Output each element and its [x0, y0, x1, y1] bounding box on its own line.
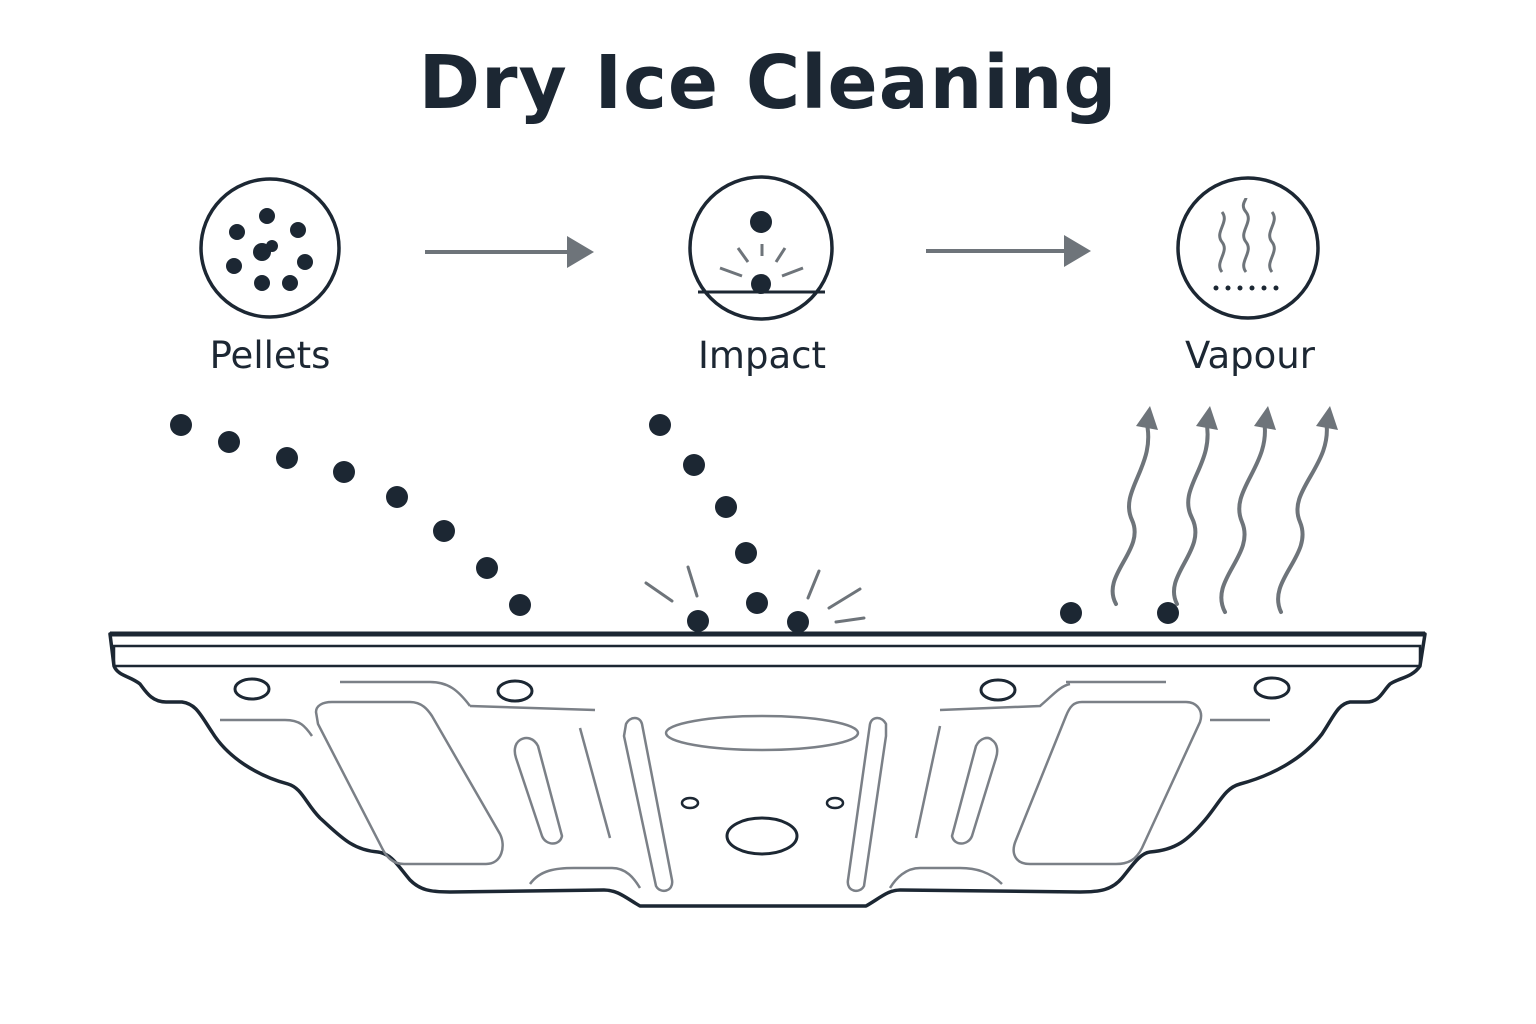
step-label-impact: Impact: [698, 334, 826, 377]
vapour-icon: [1176, 176, 1320, 320]
vapour-arrowheads: [1136, 406, 1338, 430]
step-label-pellets: Pellets: [209, 334, 331, 377]
vapour-pellets: [1060, 602, 1179, 624]
pellet-trail-impact: [649, 414, 809, 633]
arrow-right-icon: [926, 235, 1091, 267]
impact-spark-lines: [644, 565, 866, 624]
diagram-title: Dry Ice Cleaning: [418, 40, 1118, 126]
pellet-trail-left: [170, 414, 531, 616]
step-label-vapour: Vapour: [1185, 334, 1315, 377]
arrow-right-icon: [425, 236, 594, 268]
impact-icon: [688, 175, 834, 321]
pellets-icon: [199, 177, 341, 319]
metal-part: [108, 631, 1427, 908]
vapour-rising-arrows: [1110, 418, 1329, 614]
